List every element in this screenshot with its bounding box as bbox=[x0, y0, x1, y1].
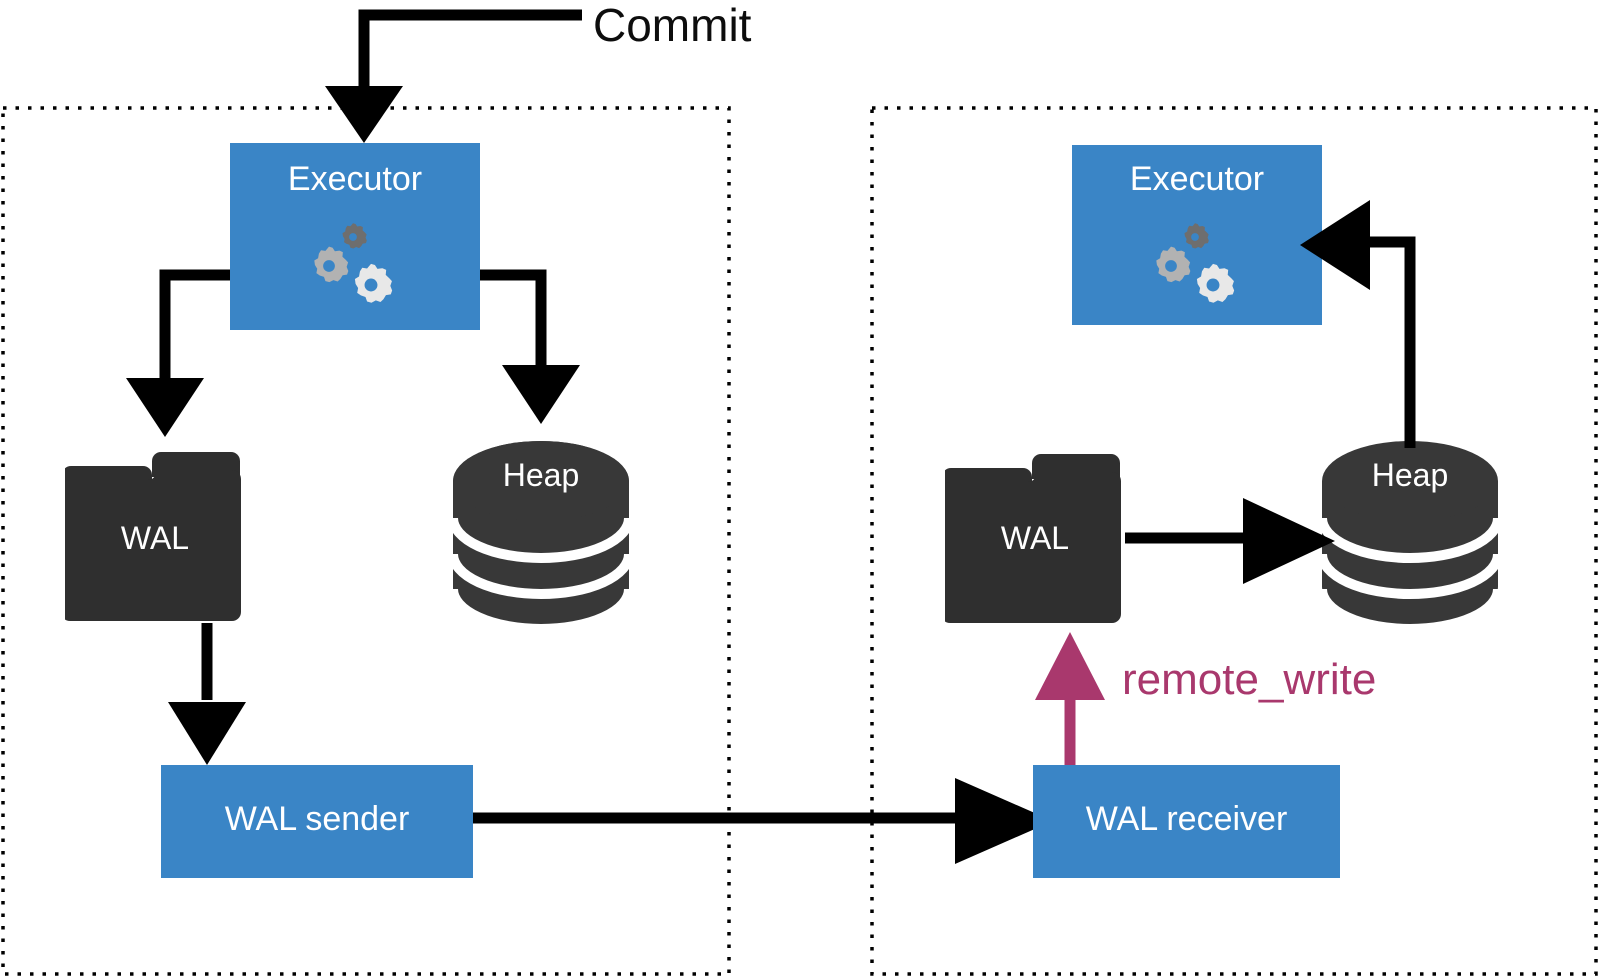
edge-standby-heap-to-executor bbox=[1300, 200, 1416, 448]
standby-wal-folder-icon[interactable] bbox=[941, 454, 1121, 623]
primary-executor-gears-icon bbox=[314, 223, 393, 303]
wal-receiver-box[interactable] bbox=[1033, 765, 1340, 878]
commit-label: Commit bbox=[593, 0, 752, 51]
edge-executor-to-wal bbox=[126, 269, 230, 437]
edge-wal-to-wal-sender bbox=[168, 623, 246, 765]
wal-sender-box[interactable] bbox=[161, 765, 473, 878]
standby-heap-cylinder-icon[interactable] bbox=[1317, 441, 1503, 634]
standby-node-container bbox=[870, 106, 1598, 976]
remote-write-label: remote_write bbox=[1122, 655, 1377, 704]
edge-remote-write bbox=[1035, 632, 1105, 770]
edge-wal-sender-to-wal-receiver bbox=[473, 778, 1053, 864]
primary-heap-cylinder-icon[interactable] bbox=[448, 441, 634, 634]
edge-commit-to-executor bbox=[325, 9, 582, 143]
edge-executor-to-heap bbox=[480, 269, 580, 424]
primary-wal-folder-icon[interactable] bbox=[61, 452, 241, 621]
standby-executor-gears-icon bbox=[1156, 223, 1235, 303]
edge-standby-wal-to-heap bbox=[1125, 498, 1335, 584]
